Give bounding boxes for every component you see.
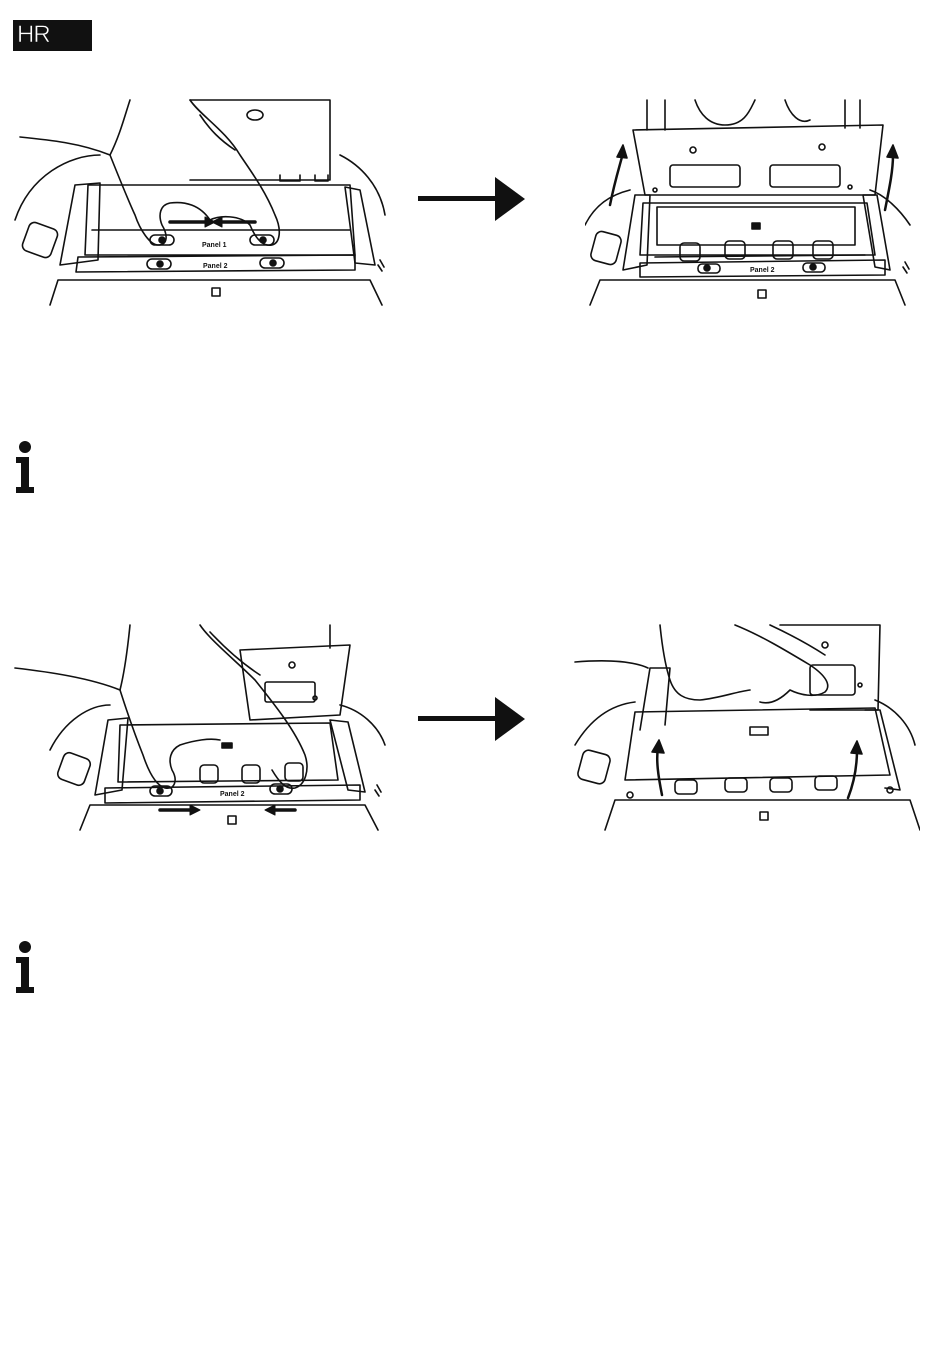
panel-2-label-right: Panel 2 [750,267,775,274]
language-badge: HR [13,20,92,51]
figure-unlock-panel-2: Panel 2 [10,620,390,835]
right-arrow-icon [418,695,528,745]
figure-unlock-panel-1: Panel 1 Panel 2 [10,95,390,315]
figure-lift-panel-1: Panel 2 [585,95,915,315]
info-icon [14,440,36,494]
panel-2-label-fig2: Panel 2 [220,791,245,798]
language-code: HR [17,21,50,49]
info-icon [14,940,36,994]
right-arrow-icon [418,175,528,225]
panel-1-label: Panel 1 [202,242,227,249]
panel-2-label: Panel 2 [203,263,228,270]
figure-lift-panel-2 [570,620,920,835]
